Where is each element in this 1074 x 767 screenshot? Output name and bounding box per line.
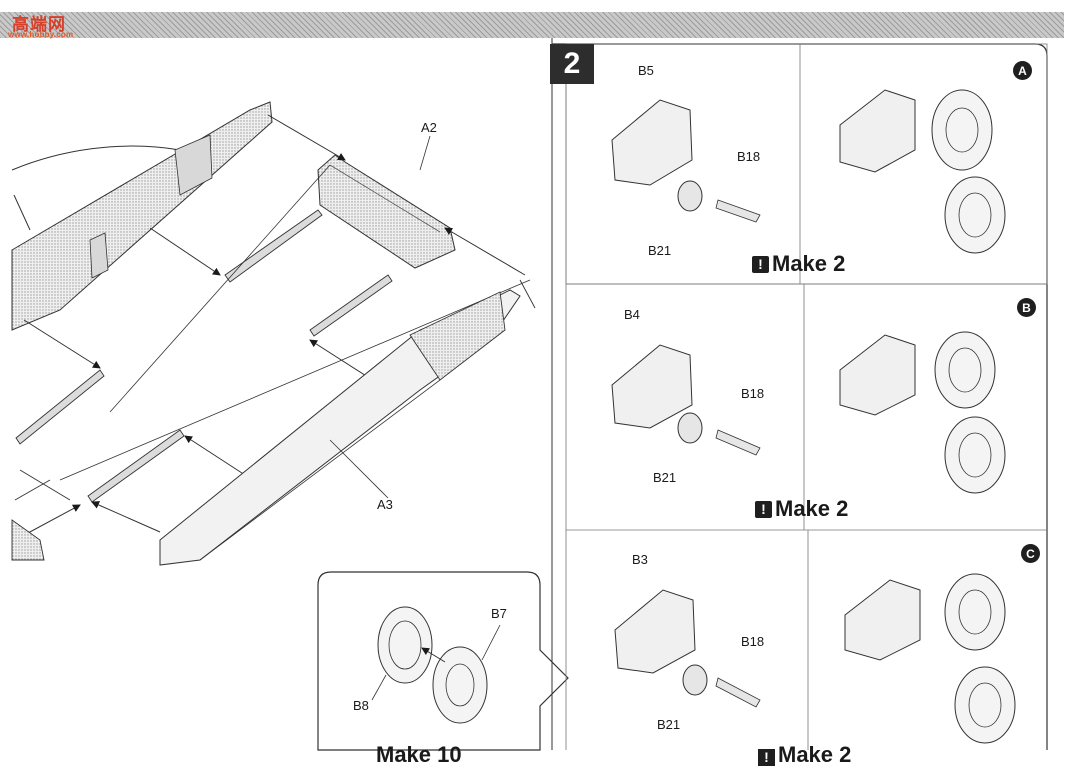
part-label-a3: A3 (377, 497, 393, 512)
part-label-b18: B18 (737, 149, 761, 164)
part-label-b5: B5 (638, 63, 654, 78)
variant-badge-a: A (1013, 61, 1032, 80)
part-label-b8: B8 (353, 698, 369, 713)
part-label-b18: B18 (741, 386, 765, 401)
make-text-b: Make 2 (775, 496, 849, 521)
part-label-b21: B21 (648, 243, 672, 258)
make-count-b: ! Make 2 (755, 496, 848, 522)
hull-edge-line (11, 145, 181, 171)
bogie-drawing-b (611, 331, 1006, 494)
part-label-a2: A2 (421, 120, 437, 135)
header-band (0, 12, 1064, 38)
road-wheel-drawing (377, 606, 433, 684)
fender-strip (309, 274, 393, 337)
make-text-c: Make 2 (778, 742, 852, 767)
part-label-b21: B21 (653, 470, 677, 485)
bogie-drawing-c (614, 573, 1016, 744)
road-wheel-drawing (432, 646, 488, 724)
make-count-c: !Make 2 (758, 744, 851, 766)
exclamation-icon: ! (755, 500, 772, 518)
make-count-a: ! Make 2 (752, 251, 845, 277)
part-label-b4: B4 (624, 307, 640, 322)
part-label-b3: B3 (632, 552, 648, 567)
inset-make-partial: Make 10 (376, 742, 462, 767)
upper-side-plate (11, 101, 273, 331)
step-number: 2 (550, 44, 594, 84)
variant-badge-b: B (1017, 298, 1036, 317)
part-label-b7: B7 (491, 606, 507, 621)
watermark-main: 高端网 (12, 15, 66, 35)
watermark-sub: www.hobby.com (8, 30, 74, 39)
bogie-drawing-a (611, 89, 1006, 254)
fender-strip (87, 429, 185, 503)
exclamation-icon: ! (752, 255, 769, 273)
make-text-a: Make 2 (772, 251, 846, 276)
part-a2-plate (317, 154, 456, 269)
fender-strip (224, 209, 323, 283)
variant-badge-c: C (1021, 544, 1040, 563)
watermark-logo: 高端网 www.hobby.com (8, 10, 74, 40)
exclamation-icon: ! (758, 749, 775, 766)
fender-strip (15, 369, 105, 445)
part-label-b21: B21 (657, 717, 681, 732)
part-label-b18: B18 (741, 634, 765, 649)
